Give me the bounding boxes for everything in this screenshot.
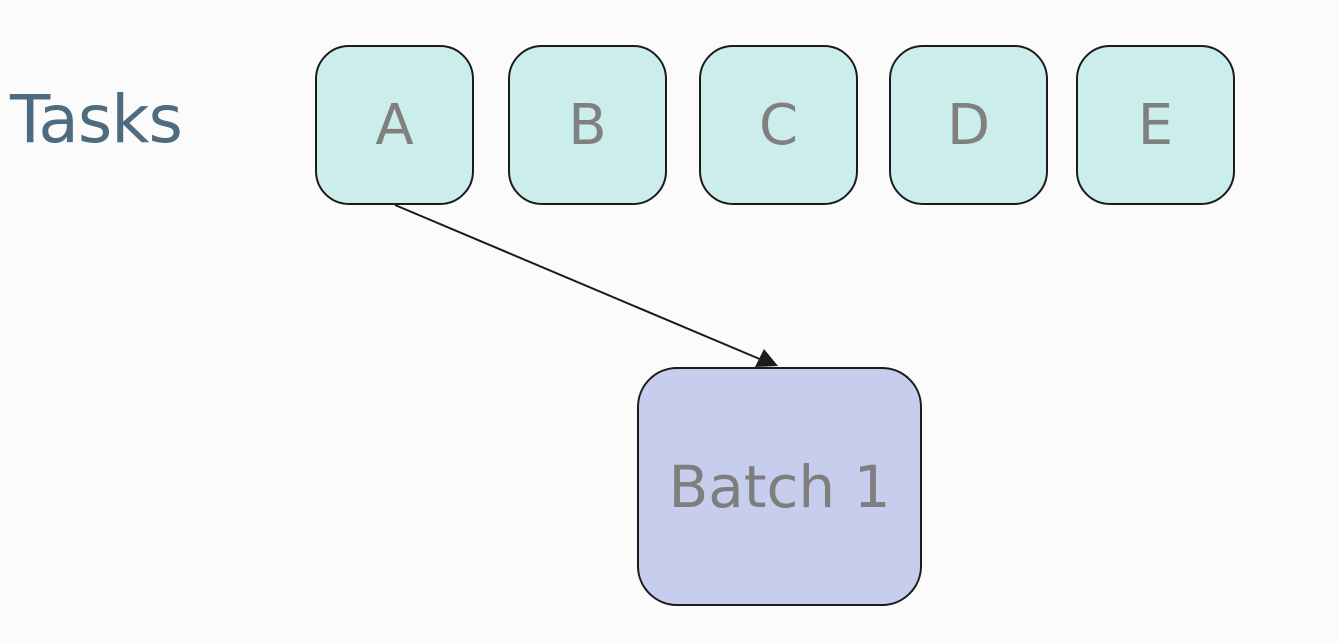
task-box-d: D (889, 45, 1048, 205)
task-box-c: C (699, 45, 858, 205)
task-box-e: E (1076, 45, 1235, 205)
task-box-b: B (508, 45, 667, 205)
arrowhead (755, 349, 778, 367)
arrow-a-to-batch (394, 204, 763, 361)
task-box-a: A (315, 45, 474, 205)
tasks-title: Tasks (10, 81, 183, 158)
batch-box: Batch 1 (637, 367, 922, 606)
